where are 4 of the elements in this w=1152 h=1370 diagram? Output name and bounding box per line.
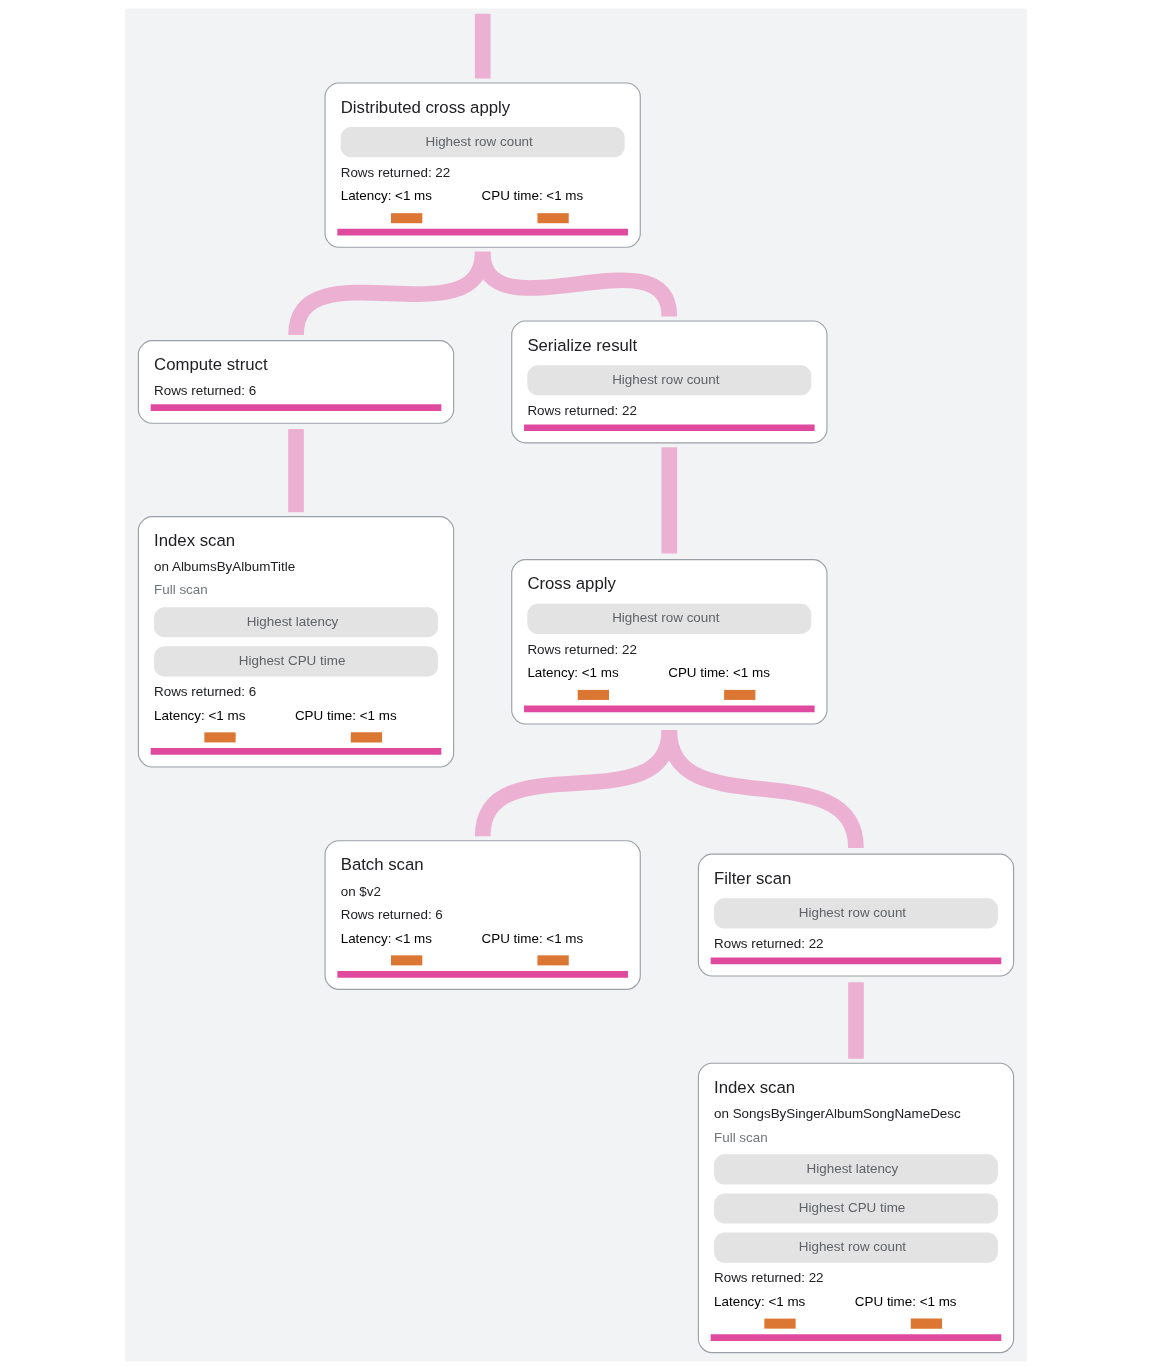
connector [474,13,491,79]
connector [848,982,864,1059]
connector [661,447,678,554]
connector [288,428,304,513]
